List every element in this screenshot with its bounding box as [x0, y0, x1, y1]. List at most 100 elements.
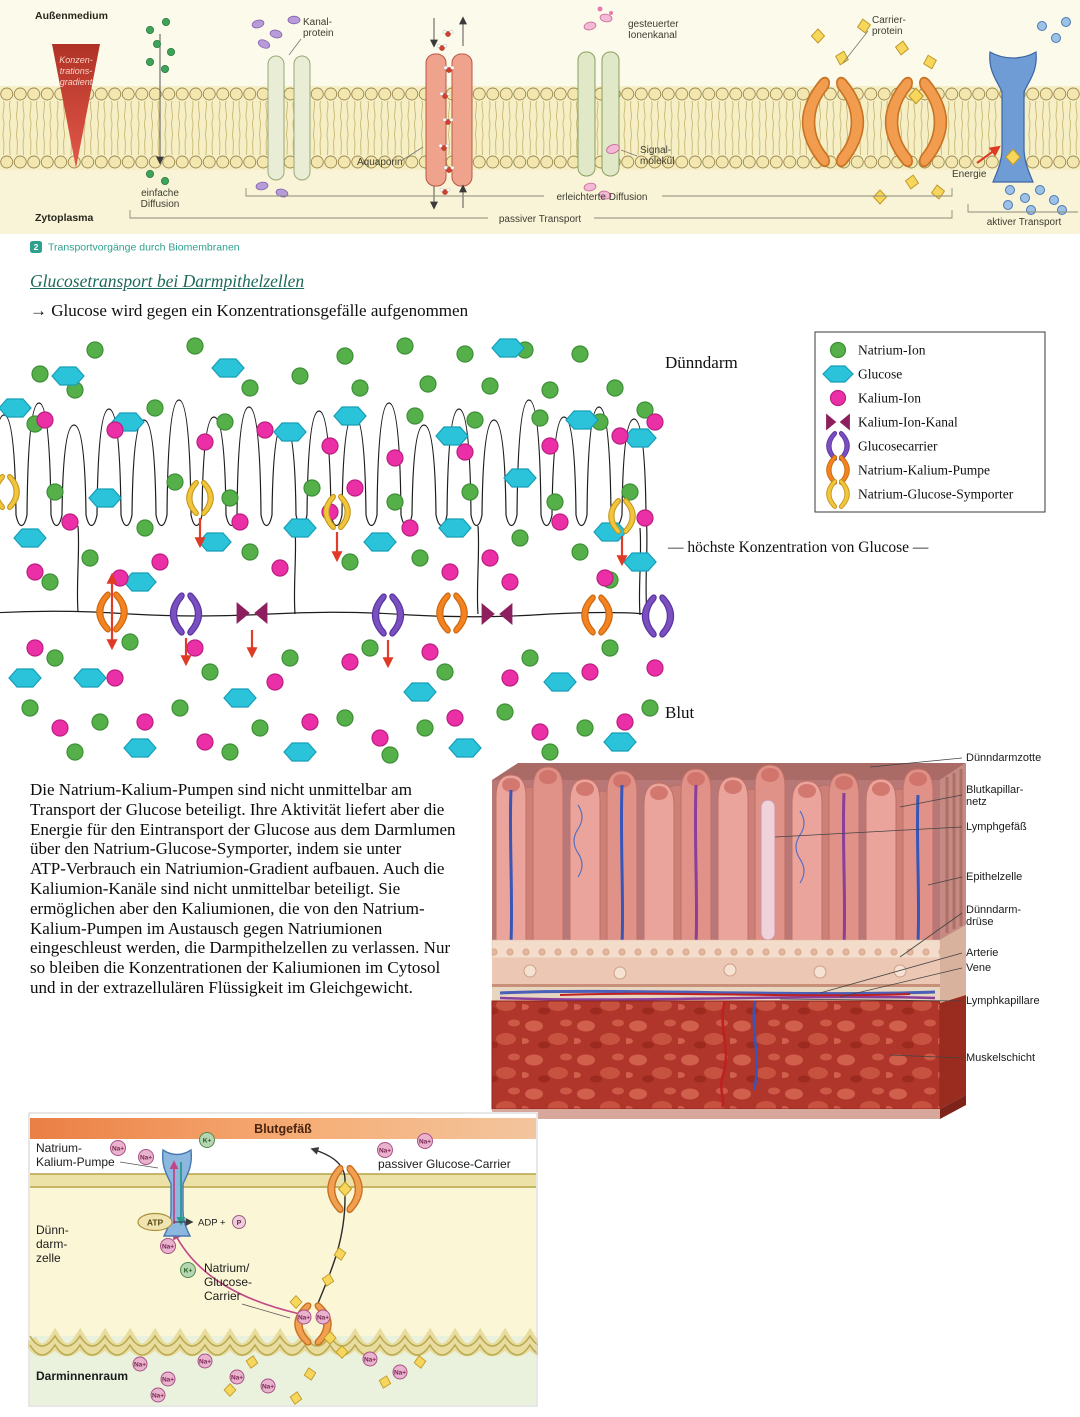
transport-brackets: erleichterte Diffusion passiver Transpor… [129, 188, 1078, 228]
natrium-ion-icon [829, 341, 847, 359]
svg-text:passiver Transport: passiver Transport [499, 214, 581, 225]
villi-illustration: Dünndarmzotte Blutkapillar- netz Lymphge… [491, 752, 1041, 1119]
sodium-glucose-symporter: Na+ Na+ [294, 1302, 332, 1346]
svg-text:Natrium/: Natrium/ [204, 1261, 250, 1275]
svg-text:K+: K+ [184, 1268, 193, 1275]
svg-text:Darminnenraum: Darminnenraum [36, 1369, 128, 1383]
svg-text:Kanal-: Kanal- [303, 17, 332, 28]
glucose-molecules [0, 338, 657, 762]
svg-text:Glucosecarrier: Glucosecarrier [858, 439, 938, 454]
glucose-transport-diagram: Dünndarm — höchste Konzentration von Glu… [0, 331, 1046, 764]
sodium-potassium-pump-icon [436, 592, 468, 634]
carrier-proteins: Carrier- protein [801, 15, 948, 205]
svg-text:Na+: Na+ [162, 1377, 174, 1384]
svg-text:Na+: Na+ [394, 1370, 406, 1377]
svg-text:darm-: darm- [36, 1237, 67, 1251]
svg-text:Na+: Na+ [379, 1148, 391, 1155]
svg-text:Konzen-: Konzen- [59, 55, 93, 65]
apical-membrane [28, 1327, 538, 1357]
svg-text:protein: protein [303, 28, 334, 39]
aussenmedium-label: Außenmedium [35, 10, 108, 22]
svg-text:Epithelzelle: Epithelzelle [966, 871, 1022, 883]
svg-text:Signal-: Signal- [640, 145, 671, 156]
svg-text:P: P [237, 1220, 242, 1227]
svg-text:Dünndarm-: Dünndarm- [966, 904, 1021, 916]
svg-text:Natrium-Kalium-Pumpe: Natrium-Kalium-Pumpe [858, 463, 990, 478]
pump-cell-figure: Blutgefäß Na+ Na+ Na+ Na+ K+ Na+ Na+ ATP… [28, 1112, 538, 1407]
svg-text:Na+: Na+ [419, 1139, 431, 1146]
lymph-vessel-icon [760, 799, 776, 941]
figure-caption: 2 Transportvorgänge durch Biomembranen [30, 241, 240, 254]
legend: Natrium-Ion Glucose Kalium-Ion Kalium-Io… [814, 331, 1046, 513]
ions-lumen: Na+ Na+ Na+ Na+ Na+ Na+ Na+ Na+ [132, 1351, 408, 1403]
kalium-ion-icon [829, 389, 847, 407]
concentration-gradient: Konzen- trations- gradient [52, 44, 100, 168]
pump-figure-labels: Natrium- Kalium-Pumpe passiver Glucose-C… [36, 1141, 511, 1383]
svg-text:Na+: Na+ [112, 1146, 124, 1153]
svg-text:Vene: Vene [966, 962, 991, 974]
glucose-carrier-icon [371, 593, 405, 637]
svg-text:Na+: Na+ [152, 1393, 164, 1400]
potassium-channel-icon [481, 603, 513, 625]
svg-text:Blutgefäß: Blutgefäß [254, 1122, 312, 1136]
caption-number-badge [30, 241, 42, 253]
section-heading: Glucosetransport bei Darmpithelzellen [30, 271, 305, 291]
blut-label: Blut [665, 703, 695, 722]
svg-text:Lymphgefäß: Lymphgefäß [966, 821, 1027, 833]
svg-text:Na+: Na+ [199, 1359, 211, 1366]
svg-text:Natrium-: Natrium- [36, 1141, 82, 1155]
gated-ion-channel: gesteuerter Ionenkanal Signal- molekül [577, 6, 679, 201]
sodium-potassium-pump [161, 1148, 193, 1237]
svg-text:Carrier-: Carrier- [872, 15, 906, 26]
svg-text:Muskelschicht: Muskelschicht [966, 1052, 1035, 1064]
svg-text:Na+: Na+ [364, 1357, 376, 1364]
svg-text:passiver Glucose-Carrier: passiver Glucose-Carrier [378, 1157, 511, 1171]
svg-text:Na+: Na+ [162, 1244, 174, 1251]
duenndarm-label: Dünndarm [665, 353, 738, 372]
membrane-transport-figure: Außenmedium Konzen- trations- gradient e… [0, 0, 1080, 254]
glucose-icon [822, 365, 854, 383]
svg-text:Na+: Na+ [262, 1384, 274, 1391]
villi-leader-lines [774, 757, 963, 1059]
phosphate-icon [232, 1215, 246, 1229]
svg-text:Energie: Energie [952, 169, 987, 180]
svg-text:Glucose: Glucose [858, 367, 902, 382]
sodium-potassium-pump-icon [581, 594, 613, 636]
glucose-carrier-icon [641, 594, 675, 638]
blood-vessel-bar [30, 1118, 536, 1139]
svg-text:Natrium-Ion: Natrium-Ion [858, 343, 926, 358]
aquaporin: Aquaporin [357, 16, 473, 210]
svg-text:protein: protein [872, 26, 903, 37]
svg-text:netz: netz [966, 796, 987, 808]
sodium-glucose-symporter-icon [186, 479, 214, 517]
svg-text:Kalium-Ion-Kanal: Kalium-Ion-Kanal [858, 415, 958, 430]
potassium-channel-icon [236, 602, 268, 624]
potassium-ions [26, 411, 664, 751]
blood-vessels [508, 784, 921, 946]
svg-text:molekül: molekül [640, 156, 674, 167]
svg-text:Dünn-: Dünn- [36, 1223, 69, 1237]
svg-text:Na+: Na+ [134, 1362, 146, 1369]
svg-text:Na+: Na+ [140, 1155, 152, 1162]
simple-diffusion: einfache Diffusion [141, 17, 180, 210]
svg-text:einfache: einfache [141, 188, 179, 199]
svg-text:zelle: zelle [36, 1251, 61, 1265]
svg-text:Arterie: Arterie [966, 947, 998, 959]
svg-text:Natrium-Glucose-Symporter: Natrium-Glucose-Symporter [858, 487, 1014, 502]
svg-text:Diffusion: Diffusion [141, 199, 180, 210]
hoechste-konzentration-label: — höchste Konzentration von Glucose — [667, 539, 929, 556]
sodium-ions [21, 337, 659, 764]
svg-text:Kalium-Pumpe: Kalium-Pumpe [36, 1155, 115, 1169]
svg-text:trations-: trations- [60, 66, 93, 76]
body-paragraph: Die Natrium-Kalium-Pumpen sind nicht unm… [30, 780, 456, 997]
svg-text:Ionenkanal: Ionenkanal [628, 30, 677, 41]
svg-text:Carrier: Carrier [204, 1289, 241, 1303]
svg-text:Na+: Na+ [231, 1375, 243, 1382]
svg-text:Transportvorgänge durch Biomem: Transportvorgänge durch Biomembranen [48, 242, 240, 254]
svg-text:aktiver Transport: aktiver Transport [987, 217, 1062, 228]
section-lead: → Glucose wird gegen ein Konzentrationsg… [30, 301, 469, 320]
svg-text:Dünndarmzotte: Dünndarmzotte [966, 752, 1041, 764]
sodium-path-arrow [173, 1230, 301, 1315]
svg-text:Lymphkapillare: Lymphkapillare [966, 995, 1040, 1007]
transport-arrows [106, 518, 628, 669]
